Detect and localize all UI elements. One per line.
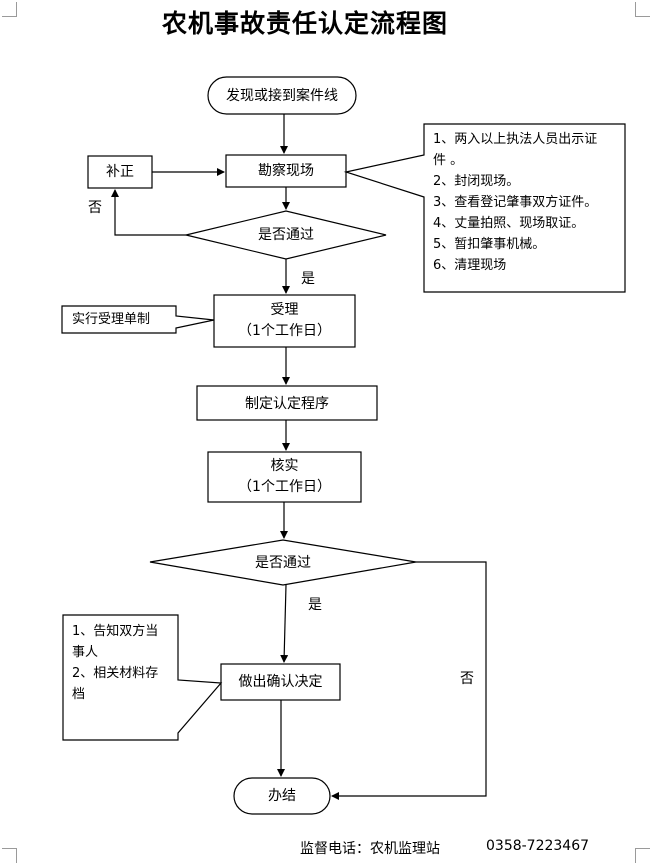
page-corner-mark [2,848,17,863]
verify-node-shape [207,451,362,503]
survey-step-line: 6、清理现场 [433,258,507,273]
supplement-node: 补正 [106,164,134,180]
arrow-check2-yes-to-decision [280,584,289,663]
check2-yes-label: 是 [308,597,322,613]
decision-note: 1、告知双方当 事人 2、相关材料存 档 [72,621,176,705]
decision-note-line: 事人 [72,645,99,660]
end-node-shape [233,777,331,815]
survey-step-line: 1、两入以上执法人员出示证 [433,132,598,147]
procedure-node-shape [196,385,378,421]
survey-steps-callout [343,123,626,293]
decision-node-shape [220,663,341,701]
arrow-check2-no-to-end [331,561,487,800]
check2-node: 是否通过 [255,555,311,571]
page-corner-mark [635,848,650,863]
survey-node: 勘察现场 [258,163,314,179]
survey-step-line: 件 。 [433,153,464,168]
accept-note-callout [61,305,215,334]
decision-node: 做出确认决定 [238,674,323,690]
decision-note-line: 档 [72,687,86,702]
start-node: 发现或接到案件线 [226,88,338,104]
supervision-hotline-label: 监督电话：农机监理站 [300,841,440,857]
arrow-check1-no-to-supplement [111,189,186,236]
supervision-hotline-phone: 0358-7223467 [486,838,590,854]
decision-note-line: 2、相关材料存 [72,666,159,681]
check1-node: 是否通过 [258,227,314,243]
end-node: 办结 [268,788,296,804]
page-corner-mark [635,2,650,17]
check1-diamond [185,210,387,260]
accept-note: 实行受理单制 [72,312,151,327]
check1-no-label: 否 [88,200,102,216]
accept-node-shape [213,294,356,348]
page-title: 农机事故责任认定流程图 [161,9,448,38]
survey-step-line: 4、丈量拍照、现场取证。 [433,216,585,231]
check1-yes-label: 是 [301,271,315,287]
survey-step-line: 3、查看登记肇事双方证件。 [433,195,598,210]
decision-note-callout [62,614,223,741]
verify-node: 核实 [270,458,299,474]
verify-time: （1个工作日） [238,479,331,495]
survey-step-line: 2、封闭现场。 [433,174,520,189]
accept-time: （1个工作日） [238,323,331,339]
procedure-node: 制定认定程序 [245,396,329,412]
check2-no-label: 否 [460,671,474,687]
accept-node: 受理 [270,302,299,318]
page-corner-mark [2,2,17,17]
survey-steps-note: 1、两入以上执法人员出示证 件 。 2、封闭现场。 3、查看登记肇事双方证件。 … [433,129,621,276]
decision-note-line: 1、告知双方当 [72,624,159,639]
survey-step-line: 5、暂扣肇事机械。 [433,237,546,252]
start-node-shape [207,76,357,115]
